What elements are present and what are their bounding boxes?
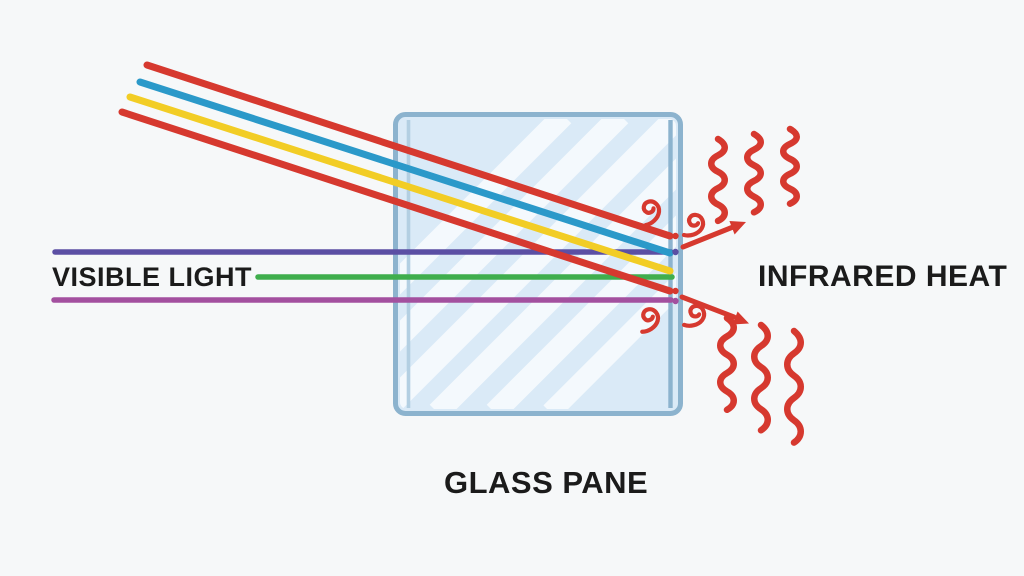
- heat-wave: [711, 139, 725, 221]
- infrared-arrows: [679, 221, 749, 325]
- glass-stripe: [400, 119, 572, 409]
- infrared-arrow-up-line: [680, 224, 736, 250]
- glass-stripe: [400, 119, 629, 409]
- beam-dot-red: [672, 232, 679, 240]
- beam-dot-red: [672, 287, 679, 295]
- heat-wave: [783, 129, 797, 204]
- infrared-heat-label: INFRARED HEAT: [758, 260, 1008, 293]
- heat-curl-spirals: [640, 199, 707, 334]
- beam-dot-violet: [672, 248, 679, 256]
- glass-stripe: [400, 119, 676, 409]
- glass-pane-border: [393, 112, 683, 416]
- glass-pane-label: GLASS PANE: [444, 465, 649, 500]
- infrared-arrow-down-line: [679, 294, 737, 320]
- heat-curl: [681, 212, 706, 238]
- infrared-arrow-up-head: [729, 221, 746, 235]
- sun-ray-blue: [136, 78, 674, 257]
- beam-dot-magenta: [672, 297, 679, 305]
- visible-light-beams: [51, 249, 675, 303]
- sun-ray-red-top: [143, 61, 674, 240]
- heat-wave: [747, 134, 761, 212]
- infrared-heat-waves: [711, 129, 801, 443]
- beam-end-dots: [672, 232, 679, 305]
- infrared-arrow-down-head: [732, 311, 749, 325]
- glass-stripe: [543, 119, 676, 409]
- heat-wave: [754, 325, 768, 430]
- visible-light-label: VISIBLE LIGHT: [52, 262, 253, 292]
- sun-ray-yellow: [126, 93, 674, 275]
- incoming-sunlight-rays: [118, 61, 674, 295]
- sun-ray-red-bottom: [118, 108, 674, 295]
- heat-curl: [641, 199, 662, 228]
- heat-wave: [720, 318, 734, 410]
- heat-wave: [787, 331, 801, 443]
- heat-curl: [640, 307, 661, 334]
- heat-curl: [681, 303, 707, 328]
